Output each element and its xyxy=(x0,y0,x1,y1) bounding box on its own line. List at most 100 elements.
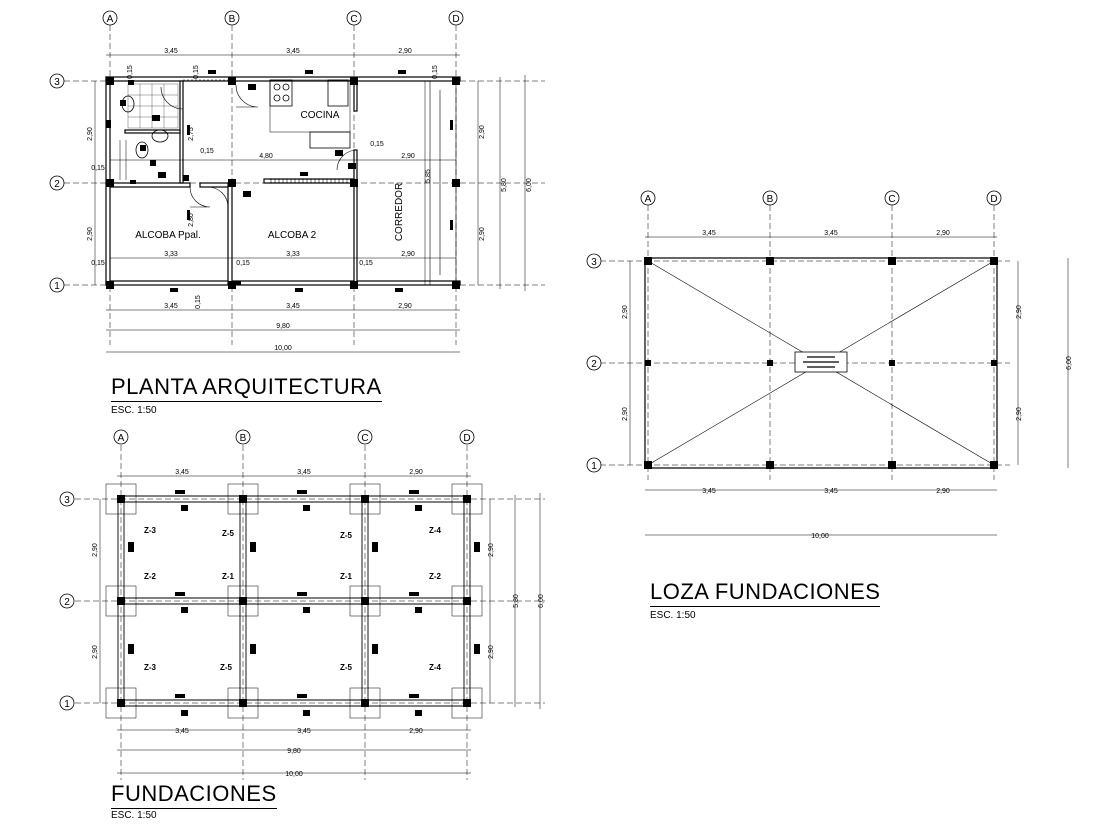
fund-grid-col-d: D xyxy=(463,433,470,444)
loza-grid-col-c: C xyxy=(888,194,895,205)
arq-dim-wall-10: 0,15 xyxy=(195,295,202,309)
loza-center-lines xyxy=(803,356,839,368)
arq-dim-left-1: 2,90 xyxy=(87,127,94,141)
stove-icon xyxy=(269,79,293,107)
fund-dim-top-2: 3,45 xyxy=(297,469,311,476)
loza-dim-total-h: 6,00 xyxy=(1066,356,1073,370)
fund-columns xyxy=(117,490,480,716)
zapata-label: Z-5 xyxy=(340,663,353,672)
fund-dim-bottom-3: 2,90 xyxy=(409,728,423,735)
arq-dim-mid-right: 2,90 xyxy=(401,153,415,160)
fund-grid-bubbles xyxy=(59,429,475,711)
arq-dim-wall-4: 0,15 xyxy=(359,260,373,267)
fund-dim-right-1: 2,90 xyxy=(488,543,495,557)
arq-dim-wall-5: 0,15 xyxy=(370,141,384,148)
fund-dim-top-1: 3,45 xyxy=(175,469,189,476)
plan-loza: A B C D 3 2 1 xyxy=(586,190,1073,540)
loza-dim-bottom-2: 3,45 xyxy=(824,488,838,495)
arq-columns xyxy=(106,77,460,289)
arq-grid-col-b: B xyxy=(229,14,236,25)
arq-dim-bottom-1: 3,45 xyxy=(164,303,178,310)
arq-wall-hatch xyxy=(183,79,350,183)
arq-dim-bath: 2,75 xyxy=(188,127,195,141)
fund-dim-right-mid: 5,80 xyxy=(513,594,520,608)
loza-grid-bubbles xyxy=(586,190,1002,473)
toilet-icon xyxy=(135,141,149,159)
arq-dim-wall-8: 0,15 xyxy=(193,65,200,79)
door-swing-icon xyxy=(207,186,229,208)
loza-dim-right-1: 2,90 xyxy=(1016,305,1023,319)
room-label-corredor: CORREDOR xyxy=(394,183,405,241)
scale-loza-fundaciones: ESC. 1:50 xyxy=(650,610,696,621)
arq-grid-col-a: A xyxy=(107,14,114,25)
zapata-label: Z-1 xyxy=(222,572,235,581)
arq-dim-right-inner: 5,85 xyxy=(425,169,432,183)
arq-dim-wall-6: 0,15 xyxy=(200,148,214,155)
zapata-label: Z-5 xyxy=(220,663,233,672)
fund-dim-bottom-1: 3,45 xyxy=(175,728,189,735)
fund-dim-right-2: 2,90 xyxy=(488,645,495,659)
door-swing-icon xyxy=(235,84,259,108)
zapata-label: Z-2 xyxy=(429,572,442,581)
arq-dim-alcoba-h: 2,80 xyxy=(188,213,195,227)
loza-grid-col-b: B xyxy=(767,194,774,205)
loza-dim-left-1: 2,90 xyxy=(622,305,629,319)
loza-dim-top-3: 2,90 xyxy=(936,230,950,237)
arq-grid-col-c: C xyxy=(350,14,357,25)
zapata-label: Z-5 xyxy=(340,531,353,540)
fund-footings xyxy=(105,483,483,719)
arq-dim-bottom-3: 2,90 xyxy=(398,303,412,310)
arq-dim-wall-2: 0,15 xyxy=(91,260,105,267)
kitchen-sink-icon xyxy=(309,131,351,149)
loza-grid-col-a: A xyxy=(645,194,652,205)
zapata-label: Z-3 xyxy=(144,663,157,672)
loza-grid-row-1: 1 xyxy=(591,461,597,472)
fund-grid-row-2: 2 xyxy=(64,597,70,608)
arq-dim-low-3: 2,90 xyxy=(401,251,415,258)
arq-dim-low-2: 3,33 xyxy=(286,251,300,258)
loza-dim-total: 10,00 xyxy=(811,533,829,540)
zapata-label: Z-4 xyxy=(429,526,442,535)
scale-planta-arquitectura: ESC. 1:50 xyxy=(111,405,157,416)
loza-dim-bottom-3: 2,90 xyxy=(936,488,950,495)
arq-dim-mid: 4,80 xyxy=(259,153,273,160)
door-swing-icon xyxy=(189,186,211,208)
arq-dim-top-2: 3,45 xyxy=(286,48,300,55)
plan-fundaciones: A B C D 3 2 1 xyxy=(59,429,545,780)
fund-dim-total-inner: 9,80 xyxy=(287,748,301,755)
loza-dim-bottom-1: 3,45 xyxy=(702,488,716,495)
arq-dim-wall-9: 0,15 xyxy=(432,65,439,79)
scale-fundaciones: ESC. 1:50 xyxy=(111,810,157,821)
title-loza-fundaciones: LOZA FUNDACIONES xyxy=(650,579,881,607)
arq-fixtures xyxy=(119,79,358,208)
arq-dim-right-total: 6,00 xyxy=(526,178,533,192)
arq-grid-row-3: 3 xyxy=(54,77,60,88)
loza-columns xyxy=(644,257,998,469)
fund-dim-left-1: 2,90 xyxy=(92,543,99,557)
title-planta-arquitectura: PLANTA ARQUITECTURA xyxy=(111,374,382,402)
arq-grid-bubbles xyxy=(49,10,545,345)
room-label-alcoba-ppal: ALCOBA Ppal. xyxy=(135,230,201,241)
arq-grid-row-1: 1 xyxy=(54,281,60,292)
arq-dim-wall-3: 0,15 xyxy=(236,260,250,267)
arq-dim-left-2: 2,90 xyxy=(87,227,94,241)
fund-dim-left-2: 2,90 xyxy=(92,645,99,659)
arq-dim-right-mid: 5,80 xyxy=(501,178,508,192)
arq-dim-low-1: 3,33 xyxy=(164,251,178,258)
loza-grid-row-3: 3 xyxy=(591,257,597,268)
loza-grid-col-d: D xyxy=(990,194,997,205)
arq-dim-right-1: 2,90 xyxy=(479,125,486,139)
fund-grid-col-b: B xyxy=(240,433,247,444)
fund-dim-top-3: 2,90 xyxy=(409,469,423,476)
zapata-label: Z-5 xyxy=(222,529,235,538)
zapata-label: Z-3 xyxy=(144,526,157,535)
arq-dim-total-inner: 9,80 xyxy=(276,323,290,330)
fund-dim-right-total: 6,00 xyxy=(538,594,545,608)
arq-dim-wall-7: 0,15 xyxy=(127,65,134,79)
arq-dimension-lines xyxy=(94,54,526,353)
room-label-cocina: COCINA xyxy=(301,110,340,121)
arq-grid-row-2: 2 xyxy=(54,179,60,190)
arq-dim-bottom-2: 3,45 xyxy=(286,303,300,310)
